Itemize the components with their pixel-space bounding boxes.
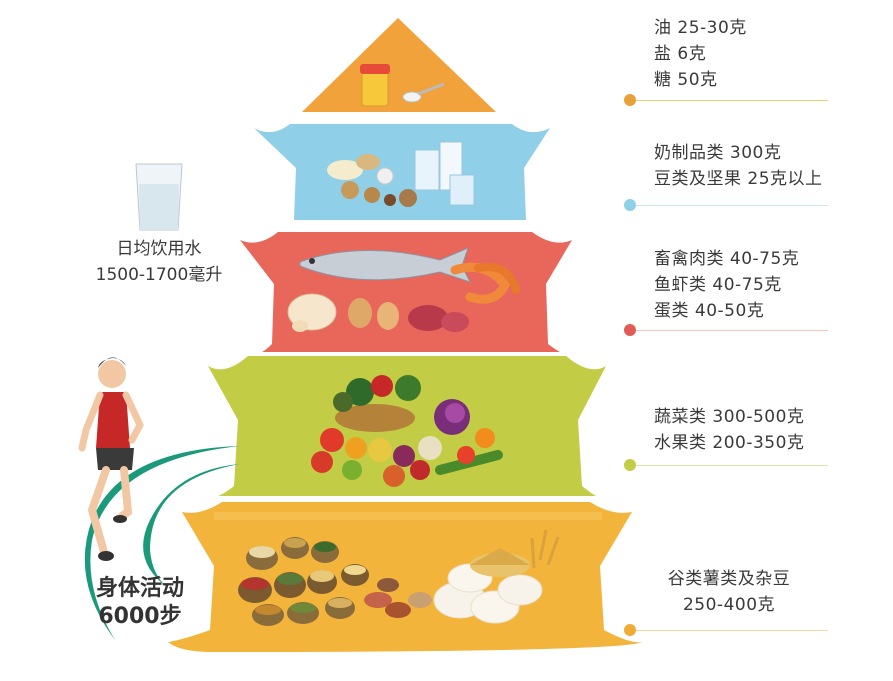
vegetables-icon <box>311 399 503 487</box>
label-line: 畜禽肉类 40-75克 <box>654 249 800 269</box>
tier-dot-grains <box>624 624 636 636</box>
label-meat-fish-egg: 畜禽肉类 40-75克 鱼虾类 40-75克 蛋类 40-50克 <box>654 246 799 324</box>
label-line: 水果类 200-350克 <box>654 433 805 453</box>
activity-line-2: 6000步 <box>98 604 182 629</box>
tier-grains <box>168 502 642 652</box>
tier-dot-veg-fruit <box>624 459 636 471</box>
water-line-2: 1500-1700毫升 <box>95 265 223 285</box>
leaders <box>624 94 828 636</box>
chicken-icon <box>287 293 337 332</box>
tier-dot-oil-salt-sugar <box>624 94 636 106</box>
water-line-1: 日均饮用水 <box>116 239 202 259</box>
activity-label: 身体活动 6000步 <box>80 575 200 631</box>
tier-dairy-beans <box>254 124 550 220</box>
oil-jug-icon <box>360 64 390 107</box>
egg-icon <box>348 298 399 330</box>
label-line: 蔬菜类 300-500克 <box>654 407 805 427</box>
dairy-icon <box>327 141 475 207</box>
shrimp-icon <box>450 262 520 304</box>
label-line: 豆类及坚果 25克以上 <box>654 169 823 189</box>
tier-dot-meat-fish-egg <box>624 324 636 336</box>
label-line: 盐 6克 <box>654 44 707 64</box>
water-glass-icon <box>135 163 183 231</box>
fruit-basket-icon <box>333 375 421 432</box>
tier-oil-salt-sugar <box>302 18 496 112</box>
label-line: 谷类薯类及杂豆 <box>667 569 791 589</box>
tier-meat-fish-egg <box>240 232 572 352</box>
tier-dot-dairy-beans <box>624 199 636 211</box>
label-grains: 谷类薯类及杂豆 250-400克 <box>654 566 804 618</box>
label-line: 奶制品类 300克 <box>654 143 782 163</box>
label-line: 蛋类 40-50克 <box>654 301 765 321</box>
label-line: 油 25-30克 <box>654 18 747 38</box>
runner-icon <box>78 357 144 561</box>
label-line: 鱼虾类 40-75克 <box>654 275 782 295</box>
label-oil-salt-sugar: 油 25-30克 盐 6克 糖 50克 <box>654 15 747 93</box>
grains-sacks-icon <box>238 537 432 626</box>
salt-spoon-icon <box>402 82 445 103</box>
label-veg-fruit: 蔬菜类 300-500克 水果类 200-350克 <box>654 404 804 456</box>
water-label: 日均饮用水 1500-1700毫升 <box>74 236 244 288</box>
label-dairy-beans: 奶制品类 300克 豆类及坚果 25克以上 <box>654 140 823 192</box>
meat-icon <box>408 305 469 332</box>
activity-line-1: 身体活动 <box>95 576 184 601</box>
label-line: 糖 50克 <box>654 70 718 90</box>
label-line: 250-400克 <box>682 595 776 615</box>
buns-icon <box>433 529 560 624</box>
fish-icon <box>299 247 471 283</box>
